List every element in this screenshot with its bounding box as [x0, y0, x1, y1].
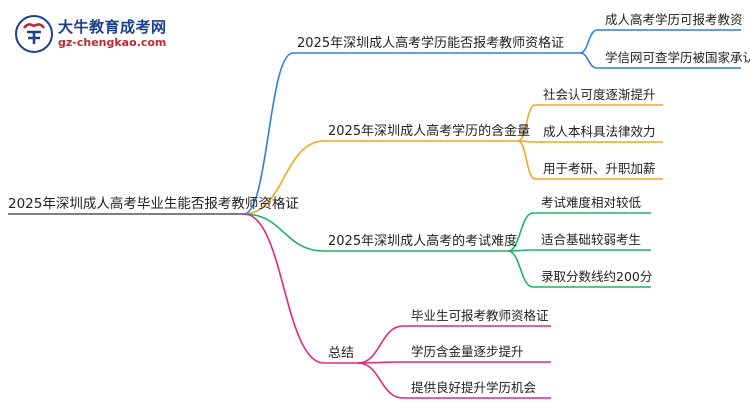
- child-link-3-3: [507, 250, 534, 288]
- child-link-1-2: [579, 52, 598, 69]
- branch-link-3: [243, 213, 325, 252]
- bull-logo-icon: [15, 15, 53, 53]
- child-topic-3-2: 适合基础较弱考生: [541, 232, 641, 247]
- branch-topic-1: 2025年深圳成人高考学历能否报考教师资格证: [297, 35, 564, 51]
- child-topic-3-3: 录取分数线约200分: [541, 269, 652, 284]
- branch-topic-2: 2025年深圳成人高考学历的含金量: [328, 123, 530, 139]
- child-topic-2-3: 用于考研、升职加薪: [543, 161, 656, 176]
- child-topic-1-2: 学信网可查学历被国家承认: [605, 50, 750, 65]
- child-link-3-1: [507, 212, 534, 252]
- child-link-2-1: [517, 104, 536, 142]
- child-topic-3-1: 考试难度相对较低: [541, 195, 642, 210]
- child-topic-1-1: 成人高考学历可报考教资: [605, 12, 743, 27]
- branch-link-1: [243, 52, 294, 215]
- mind-map-labels: 2025年深圳成人高考毕业生能否报考教师资格证 2025年深圳成人高考学历能否报考…: [8, 12, 750, 395]
- branch-link-4: [243, 213, 325, 364]
- child-topic-2-2: 成人本科具法律效力: [543, 124, 656, 139]
- branch-topic-4: 总结: [328, 346, 354, 361]
- branch-link-2: [243, 140, 325, 215]
- child-link-4-1: [357, 325, 404, 364]
- child-link-4-3: [357, 362, 404, 399]
- brand-logo: 大牛教育成考网 gz-chengkao.com: [14, 14, 204, 54]
- mind-map-links: [8, 29, 741, 399]
- child-topic-2-1: 社会认可度逐渐提升: [543, 87, 656, 102]
- branch-topic-3: 2025年深圳成人高考的考试难度: [328, 233, 517, 249]
- child-topic-4-3: 提供良好提升学历机会: [411, 380, 537, 395]
- child-topic-4-2: 学历含金量逐步提升: [411, 344, 524, 359]
- child-link-2-3: [517, 140, 536, 180]
- child-topic-4-1: 毕业生可报考教师资格证: [411, 308, 549, 323]
- root-topic: 2025年深圳成人高考毕业生能否报考教师资格证: [8, 195, 299, 212]
- child-link-1-1: [579, 29, 598, 54]
- brand-name: 大牛教育成考网: [58, 18, 167, 36]
- brand-url: gz-chengkao.com: [58, 36, 167, 49]
